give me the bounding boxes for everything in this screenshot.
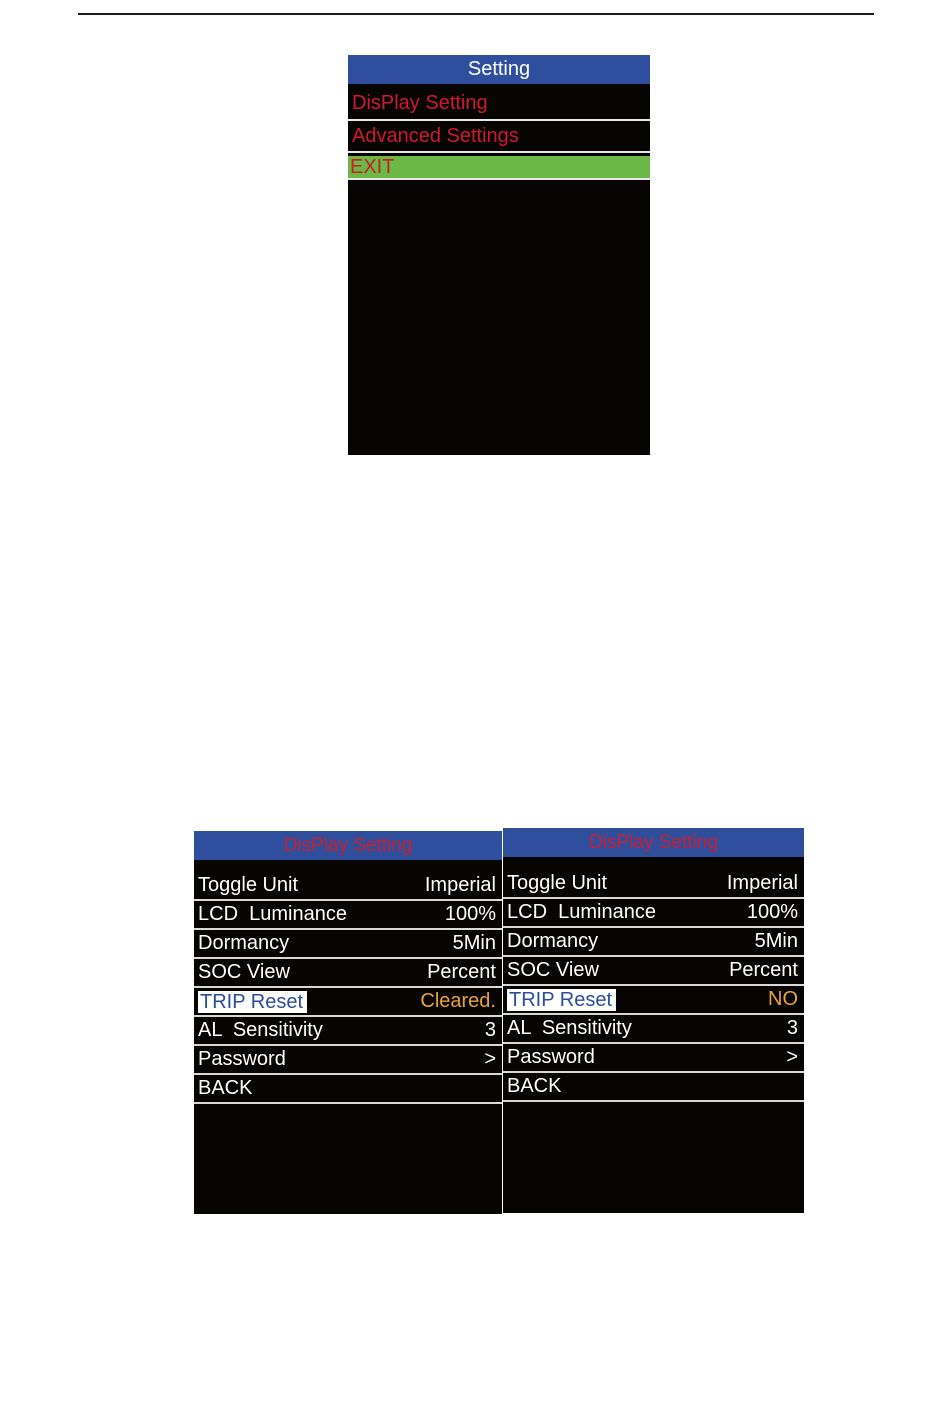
row-label: Toggle Unit [507, 872, 608, 894]
row-value: 5Min [754, 930, 798, 952]
row-label: Dormancy [507, 930, 599, 952]
row-value: Percent [427, 961, 496, 983]
row-value: Percent [729, 959, 798, 981]
menu-item-advanced-settings[interactable]: Advanced Settings [348, 121, 650, 153]
row-label: LCD Luminance [507, 901, 656, 923]
row-value-status: NO [768, 988, 798, 1010]
setting-screen: Setting DisPlay Setting Advanced Setting… [348, 55, 650, 455]
row-label: Password [198, 1048, 286, 1070]
back-button[interactable]: BACK [503, 1073, 804, 1102]
setting-title: Setting [348, 55, 650, 84]
row-value: Imperial [424, 874, 496, 896]
row-trip-reset[interactable]: TRIP Reset NO [503, 986, 804, 1015]
display-setting-title: DisPlay Setting [503, 828, 804, 857]
row-label: Password [507, 1046, 595, 1068]
chevron-right-icon: > [484, 1048, 496, 1070]
back-label: BACK [507, 1075, 562, 1097]
display-setting-screen-no: DisPlay Setting Toggle Unit Imperial LCD… [503, 828, 804, 1213]
menu-item-exit[interactable]: EXIT [348, 156, 650, 180]
row-label: Toggle Unit [198, 874, 299, 896]
row-password[interactable]: Password > [194, 1046, 502, 1075]
back-label: BACK [198, 1077, 253, 1099]
row-value-status: Cleared. [420, 990, 496, 1012]
back-button[interactable]: BACK [194, 1075, 502, 1104]
row-dormancy[interactable]: Dormancy 5Min [503, 928, 804, 957]
row-value: 5Min [452, 932, 496, 954]
row-label: AL Sensitivity [198, 1019, 323, 1041]
row-toggle-unit[interactable]: Toggle Unit Imperial [194, 872, 502, 901]
menu-item-display-setting[interactable]: DisPlay Setting [348, 87, 650, 121]
row-label-selected: TRIP Reset [198, 990, 307, 1013]
row-dormancy[interactable]: Dormancy 5Min [194, 930, 502, 959]
row-password[interactable]: Password > [503, 1044, 804, 1073]
row-label: Dormancy [198, 932, 290, 954]
row-al-sensitivity[interactable]: AL Sensitivity 3 [503, 1015, 804, 1044]
row-value: 100% [746, 901, 798, 923]
row-al-sensitivity[interactable]: AL Sensitivity 3 [194, 1017, 502, 1046]
row-value: 3 [786, 1017, 798, 1039]
row-label: AL Sensitivity [507, 1017, 632, 1039]
row-value: Imperial [726, 872, 798, 894]
row-lcd-luminance[interactable]: LCD Luminance 100% [194, 901, 502, 930]
row-trip-reset[interactable]: TRIP Reset Cleared. [194, 988, 502, 1017]
row-value: 100% [444, 903, 496, 925]
display-setting-title: DisPlay Setting [194, 831, 502, 860]
row-label: SOC View [507, 959, 599, 981]
row-soc-view[interactable]: SOC View Percent [503, 957, 804, 986]
row-label: LCD Luminance [198, 903, 347, 925]
chevron-right-icon: > [786, 1046, 798, 1068]
row-soc-view[interactable]: SOC View Percent [194, 959, 502, 988]
row-toggle-unit[interactable]: Toggle Unit Imperial [503, 870, 804, 899]
row-value: 3 [484, 1019, 496, 1041]
display-setting-screen-cleared: DisPlay Setting Toggle Unit Imperial LCD… [194, 831, 502, 1214]
row-label: SOC View [198, 961, 290, 983]
row-lcd-luminance[interactable]: LCD Luminance 100% [503, 899, 804, 928]
row-label-selected: TRIP Reset [507, 988, 616, 1011]
top-divider-line [78, 13, 874, 15]
